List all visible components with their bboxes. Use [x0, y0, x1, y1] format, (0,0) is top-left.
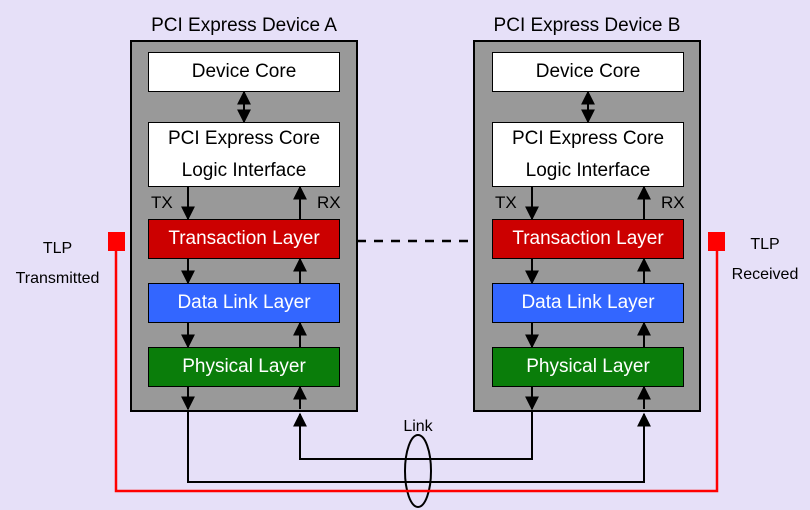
device-b-title: PCI Express Device B	[493, 15, 681, 36]
device-a-transaction-layer: Transaction Layer	[148, 219, 340, 259]
tlp-received-line2: Received	[731, 266, 799, 283]
device-b-interface-line1: PCI Express Core	[511, 127, 665, 149]
device-a-physical-layer: Physical Layer	[148, 347, 340, 387]
device-a-rx-label: RX	[317, 193, 341, 212]
device-a-tx-label: TX	[151, 193, 173, 212]
device-b-tx-label: TX	[495, 193, 517, 212]
device-b-physical-layer: Physical Layer	[492, 347, 684, 387]
device-b-interface-line2: Logic Interface	[525, 159, 651, 181]
device-a-interface-line1: PCI Express Core	[167, 127, 321, 149]
tlp-transmitted-marker	[108, 232, 125, 251]
link-ellipse	[404, 434, 432, 508]
device-a-core: Device Core	[148, 52, 340, 92]
tlp-transmitted-line1: TLP	[42, 240, 73, 257]
device-b-core: Device Core	[492, 52, 684, 92]
tlp-received-line1: TLP	[750, 236, 780, 253]
device-a-logic-interface: PCI Express Core Logic Interface	[148, 122, 340, 187]
device-b-rx-label: RX	[661, 193, 685, 212]
link-wire-b-to-a	[293, 411, 533, 460]
device-a-title: PCI Express Device A	[151, 15, 337, 36]
device-b-data-link-layer: Data Link Layer	[492, 283, 684, 323]
device-b-logic-interface: PCI Express Core Logic Interface	[492, 122, 684, 187]
device-b-transaction-layer: Transaction Layer	[492, 219, 684, 259]
tlp-received-marker	[708, 232, 725, 251]
link-label: Link	[403, 418, 433, 435]
device-a-interface-line2: Logic Interface	[181, 159, 307, 181]
device-a-data-link-layer: Data Link Layer	[148, 283, 340, 323]
tlp-received-label: TLP Received	[722, 230, 808, 290]
tlp-transmitted-line2: Transmitted	[15, 270, 100, 287]
tlp-transmitted-label: TLP Transmitted	[0, 234, 115, 294]
link-wire-a-to-b	[187, 411, 651, 483]
tlp-path	[114, 250, 719, 493]
